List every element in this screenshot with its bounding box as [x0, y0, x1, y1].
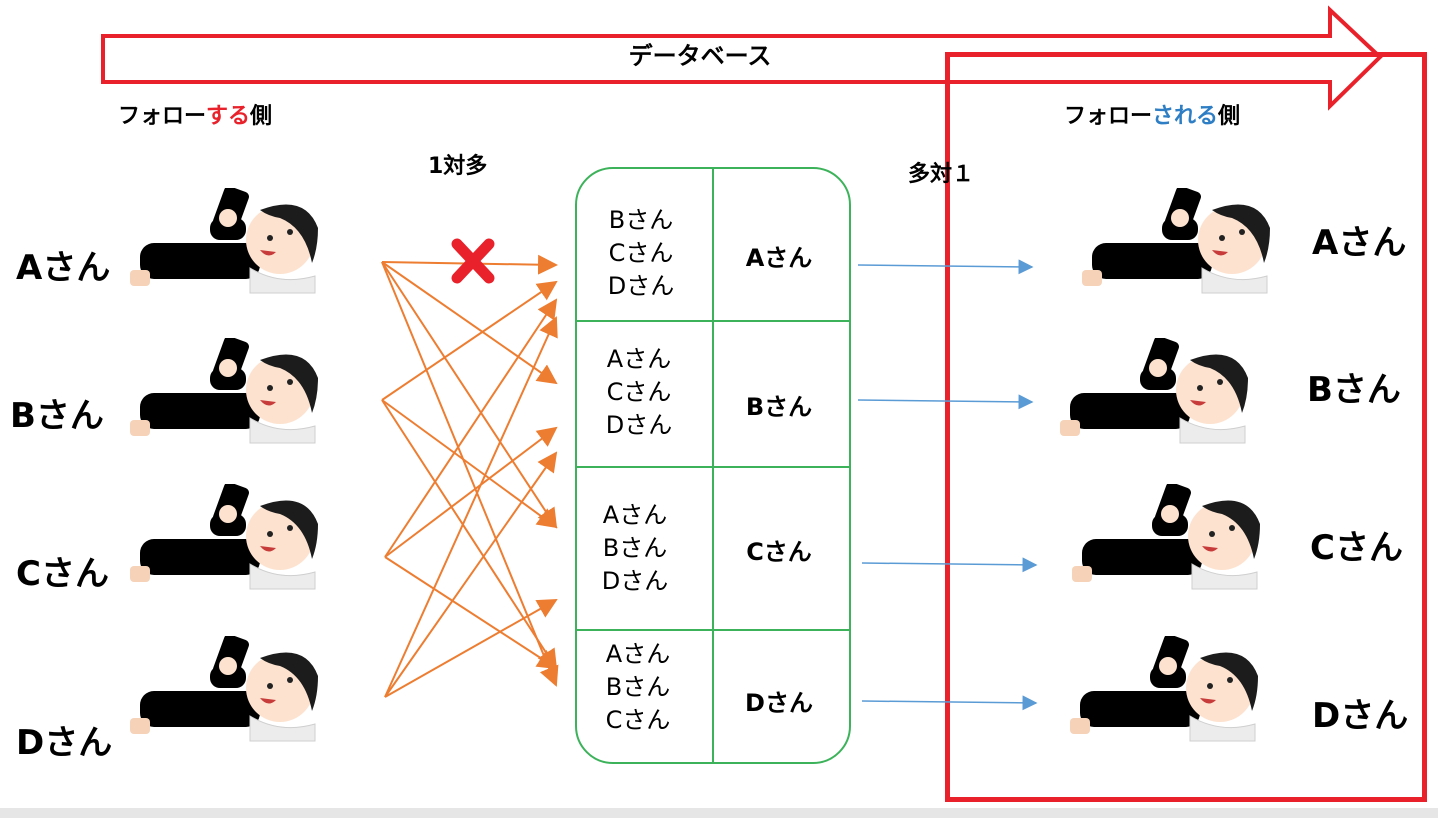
table-row-c-follows: Aさん Bさん Dさん [569, 499, 701, 598]
bottom-band [0, 808, 1438, 818]
arrow-d-to-b [384, 451, 558, 698]
follower-side-suffix: 側 [250, 104, 273, 129]
table-row-a-user: Aさん [745, 244, 813, 272]
list-item: Dさん [601, 567, 669, 595]
followed-side-prefix: フォロー [1064, 104, 1153, 129]
arrow-d-to-c [384, 599, 558, 698]
right-user-b: Bさん [1307, 370, 1401, 410]
followed-side-frame [945, 52, 1427, 802]
list-item: Aさん [602, 501, 668, 529]
one-to-many-label: 1対多 [428, 154, 488, 179]
list-item: Dさん [607, 272, 675, 300]
list-item: Aさん [605, 640, 671, 668]
arrow-d-to-a [384, 316, 558, 698]
arrow-c-to-a [384, 298, 558, 558]
follow-table-grid [575, 167, 851, 764]
arrow-a-to-d [381, 261, 559, 687]
many-to-one-label: 多対１ [908, 162, 975, 187]
right-user-d: Dさん [1312, 696, 1409, 736]
list-item: Bさん [602, 534, 668, 562]
database-arrow [101, 5, 1383, 111]
database-label: データベース [628, 42, 772, 70]
arrow-a-to-b [381, 261, 558, 385]
table-row-d-follows: Aさん Bさん Cさん [572, 638, 704, 737]
right-user-a: Aさん [1312, 223, 1407, 263]
left-user-b: Bさん [10, 396, 104, 436]
followed-side-highlight: される [1152, 104, 1219, 129]
follower-side-highlight: する [206, 104, 251, 129]
arrow-b-to-c [381, 399, 558, 529]
arrow-row-d-to-right [861, 695, 1038, 711]
table-row-c-user: Cさん [746, 538, 812, 566]
followed-side-suffix: 側 [1218, 104, 1241, 129]
follower-side-prefix: フォロー [118, 104, 207, 129]
table-row-a-follows: Bさん Cさん Dさん [575, 204, 707, 303]
arrow-a-to-c [381, 261, 558, 529]
right-user-c: Cさん [1310, 528, 1403, 568]
list-item: Bさん [605, 673, 671, 701]
arrow-row-b-to-right [857, 394, 1034, 410]
table-row-b-user: Bさん [745, 393, 813, 421]
arrow-c-to-b [384, 426, 558, 558]
list-item: Cさん [606, 378, 672, 406]
arrow-b-to-d [381, 399, 558, 670]
cross-mark-icon [451, 238, 495, 284]
followed-side-title: フォローされる側 [1064, 98, 1240, 130]
left-user-c: Cさん [16, 554, 109, 594]
arrow-b-to-a [381, 280, 558, 401]
list-item: Aさん [606, 345, 672, 373]
left-user-d: Dさん [16, 723, 113, 763]
table-row-d-user: Dさん [745, 689, 813, 717]
arrow-c-to-d [384, 556, 558, 670]
list-item: Cさん [608, 239, 674, 267]
arrow-row-c-to-right [861, 557, 1038, 573]
left-user-a: Aさん [16, 248, 111, 288]
list-item: Dさん [605, 411, 673, 439]
list-item: Bさん [608, 206, 674, 234]
list-item: Cさん [605, 706, 671, 734]
follower-side-title: フォローする側 [118, 98, 272, 130]
table-row-b-follows: Aさん Cさん Dさん [573, 343, 705, 442]
arrow-row-a-to-right [857, 259, 1034, 275]
